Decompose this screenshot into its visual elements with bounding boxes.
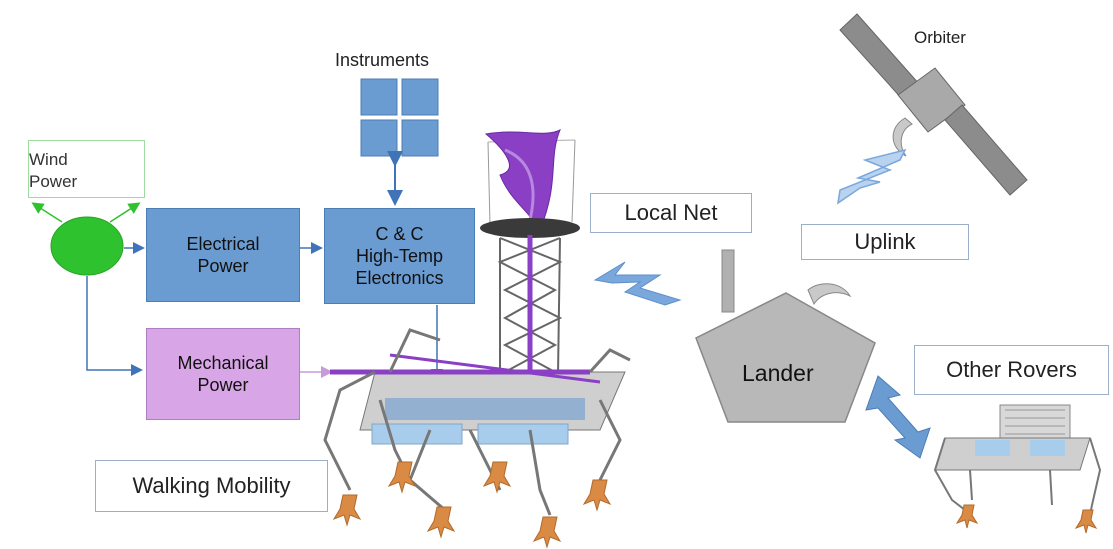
cc-line-2: High-Temp — [355, 246, 444, 266]
mechanical-power-line-1: Mechanical — [177, 353, 269, 373]
cc-line-1: C & C — [375, 224, 424, 244]
electrical-power-line-2: Power — [197, 256, 249, 276]
orbiter-label: Orbiter — [914, 28, 966, 47]
wind-turbine-node — [50, 216, 124, 276]
rover-link-signal-icon — [865, 375, 931, 459]
instruments-grid — [360, 78, 439, 157]
lander-label: Lander — [742, 360, 814, 386]
mechanical-power-line-2: Power — [197, 375, 249, 395]
local-net-signal-icon — [593, 261, 682, 306]
uplink-signal-icon — [836, 148, 907, 205]
cc-line-3: Electronics — [355, 268, 444, 288]
other-rover — [933, 404, 1102, 534]
walking-mobility-label: Walking Mobility — [95, 460, 328, 512]
local-net-label: Local Net — [590, 193, 752, 233]
walking-rover — [323, 328, 631, 549]
power-flow-arrows — [86, 242, 443, 381]
instruments-label: Instruments — [335, 50, 430, 70]
lander — [695, 249, 876, 423]
mechanical-power-block: Mechanical Power — [146, 328, 300, 420]
turbine-tower — [480, 128, 580, 380]
cc-electronics-block: C & C High-Temp Electronics — [324, 208, 475, 304]
other-rovers-label: Other Rovers — [914, 345, 1109, 395]
wind-power-box: Wind Power — [28, 140, 145, 198]
wind-power-line-2: Power — [29, 172, 78, 191]
electrical-power-line-1: Electrical — [186, 234, 260, 254]
wind-power-line-1: Wind — [29, 150, 68, 169]
orbiter-satellite — [839, 13, 1028, 196]
wind-power-connector — [31, 202, 141, 223]
electrical-power-block: Electrical Power — [146, 208, 300, 302]
uplink-label: Uplink — [801, 224, 969, 260]
